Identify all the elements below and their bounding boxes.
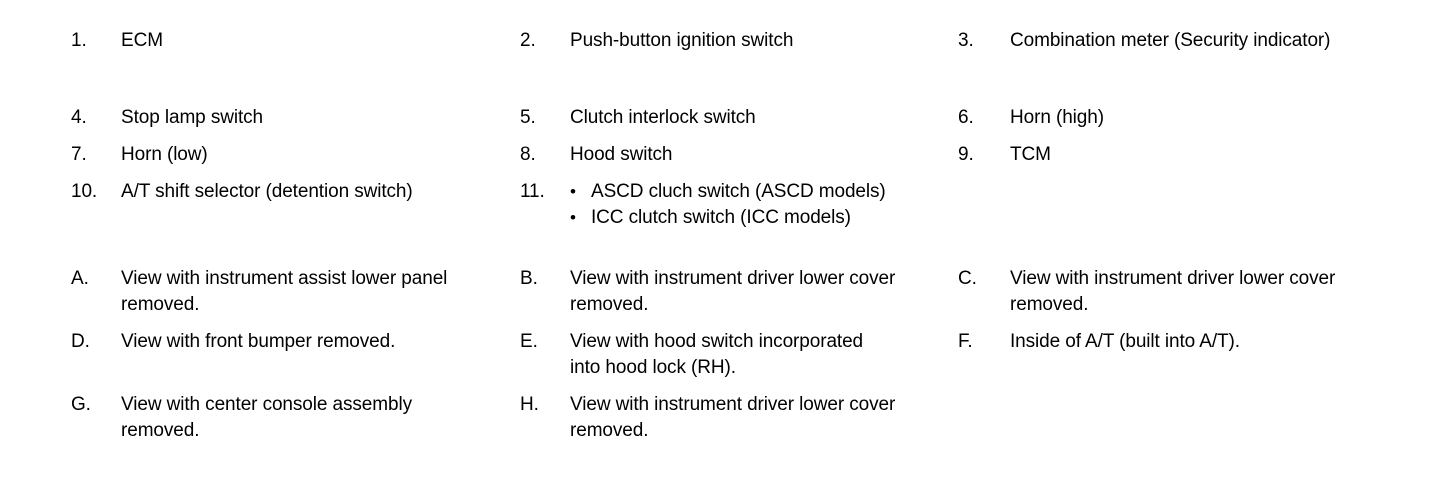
item-marker: 4. — [71, 107, 87, 128]
item-marker: D. — [71, 331, 90, 352]
numbered-callout-section: 1. ECM 2. Push-button ignition switch 3.… — [0, 28, 1456, 231]
sub-bullet-item: • ICC clutch switch (ICC models) — [570, 205, 898, 231]
legend-item-9: 9. TCM — [898, 142, 1384, 168]
legend-item-8: 8. Hood switch — [449, 142, 898, 168]
item-marker: A. — [71, 268, 89, 289]
legend-row: G. View with center console assembly rem… — [0, 392, 1456, 444]
bullet-dot-icon: • — [570, 208, 576, 227]
item-marker: 1. — [71, 30, 87, 51]
legend-item-7: 7. Horn (low) — [0, 142, 449, 168]
item-marker: C. — [958, 268, 977, 289]
legend-item-b: B. View with instrument driver lower cov… — [449, 266, 898, 318]
item-marker: H. — [520, 394, 539, 415]
item-marker: F. — [958, 331, 973, 352]
item-label: View with front bumper removed. — [121, 331, 396, 352]
item-label: Push-button ignition switch — [570, 30, 794, 51]
item-marker: G. — [71, 394, 91, 415]
item-marker: E. — [520, 331, 538, 352]
legend-item-6: 6. Horn (high) — [898, 105, 1384, 131]
item-label: Stop lamp switch — [121, 107, 264, 128]
item-marker: B. — [520, 268, 538, 289]
item-label: View with instrument driver lower cover … — [1010, 268, 1336, 315]
item-label: View with hood switch incorporated into … — [570, 331, 864, 378]
legend-row: 7. Horn (low) 8. Hood switch 9. TCM — [0, 142, 1456, 168]
legend-item-2: 2. Push-button ignition switch — [449, 28, 898, 54]
item-label: View with center console assembly remove… — [121, 394, 412, 441]
legend-item-4: 4. Stop lamp switch — [0, 105, 449, 131]
item-label: ECM — [121, 30, 163, 51]
legend-row: A. View with instrument assist lower pan… — [0, 266, 1456, 318]
legend-row: D. View with front bumper removed. E. Vi… — [0, 329, 1456, 381]
sub-bullet-label: ICC clutch switch (ICC models) — [591, 207, 851, 228]
item-sub-bullet-list: • ASCD cluch switch (ASCD models) • ICC … — [570, 179, 898, 231]
item-label: View with instrument assist lower panel … — [121, 268, 448, 315]
item-label: Hood switch — [570, 144, 673, 165]
item-label: Horn (low) — [121, 144, 208, 165]
legend-item-a: A. View with instrument assist lower pan… — [0, 266, 449, 318]
legend-item-h: H. View with instrument driver lower cov… — [449, 392, 898, 444]
item-label: View with instrument driver lower cover … — [570, 268, 896, 315]
legend-item-c: C. View with instrument driver lower cov… — [898, 266, 1384, 318]
legend-item-g: G. View with center console assembly rem… — [0, 392, 449, 444]
item-label: TCM — [1010, 144, 1051, 165]
sub-bullet-item: • ASCD cluch switch (ASCD models) — [570, 179, 898, 205]
item-label: Combination meter (Security indicator) — [1010, 30, 1331, 51]
item-marker: 10. — [71, 181, 98, 202]
legend-row: 10. A/T shift selector (detention switch… — [0, 179, 1456, 231]
item-marker: 6. — [958, 107, 974, 128]
legend-item-5: 5. Clutch interlock switch — [449, 105, 898, 131]
legend-item-f: F. Inside of A/T (built into A/T). — [898, 329, 1384, 355]
legend-row: 4. Stop lamp switch 5. Clutch interlock … — [0, 105, 1456, 131]
item-marker: 9. — [958, 144, 974, 165]
legend-item-11: 11. • ASCD cluch switch (ASCD models) • … — [449, 179, 898, 231]
item-marker: 11. — [520, 181, 545, 202]
bullet-dot-icon: • — [570, 182, 576, 201]
item-label: Inside of A/T (built into A/T). — [1010, 331, 1240, 352]
legend-item-1: 1. ECM — [0, 28, 449, 54]
item-marker: 7. — [71, 144, 87, 165]
legend-item-e: E. View with hood switch incorporated in… — [449, 329, 898, 381]
lettered-view-note-section: A. View with instrument assist lower pan… — [0, 266, 1456, 444]
legend-row: 1. ECM 2. Push-button ignition switch 3.… — [0, 28, 1456, 94]
item-marker: 8. — [520, 144, 536, 165]
legend-item-d: D. View with front bumper removed. — [0, 329, 449, 355]
item-marker: 2. — [520, 30, 536, 51]
item-label: Clutch interlock switch — [570, 107, 756, 128]
item-label: Horn (high) — [1010, 107, 1104, 128]
legend-item-10: 10. A/T shift selector (detention switch… — [0, 179, 449, 205]
legend-item-3: 3. Combination meter (Security indicator… — [898, 28, 1384, 54]
item-label: A/T shift selector (detention switch) — [121, 181, 413, 202]
item-label: View with instrument driver lower cover … — [570, 394, 896, 441]
item-marker: 3. — [958, 30, 974, 51]
item-marker: 5. — [520, 107, 536, 128]
sub-bullet-label: ASCD cluch switch (ASCD models) — [591, 181, 886, 202]
